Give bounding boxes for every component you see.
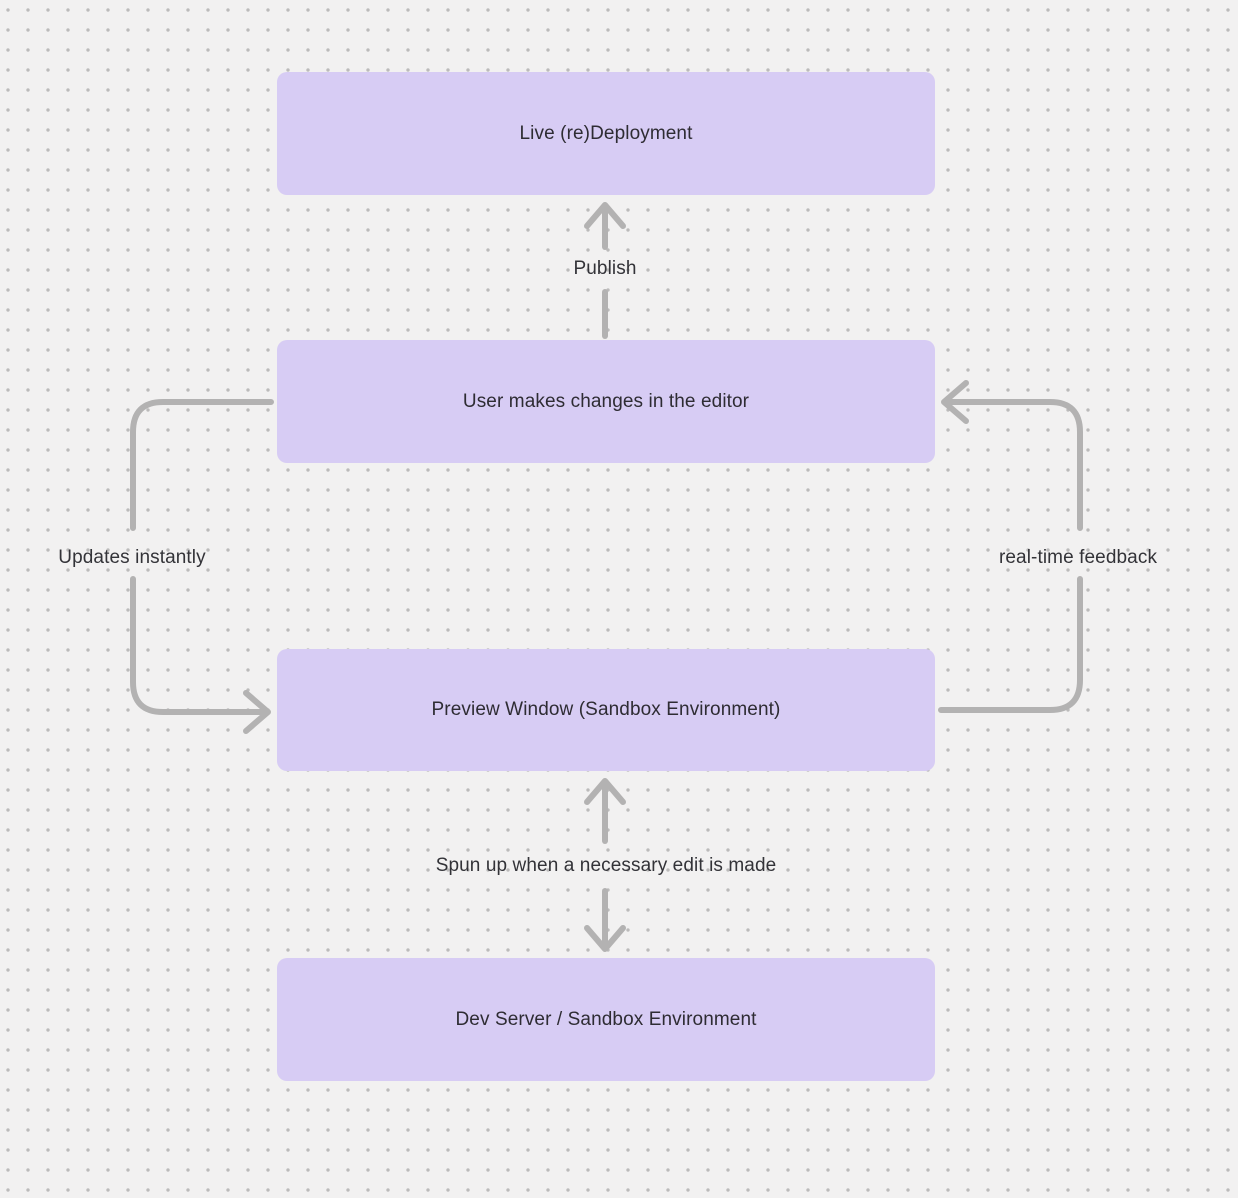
node-preview-window-label: Preview Window (Sandbox Environment) — [431, 699, 781, 720]
edge-label-realtime-feedback: real-time feedback — [998, 547, 1158, 568]
node-dev-server-label: Dev Server / Sandbox Environment — [455, 1008, 757, 1030]
edge-label-spun-up: Spun up when a necessary edit is made — [435, 855, 777, 876]
edge-label-updates-instantly: Updates instantly — [58, 547, 206, 568]
edge-realtime-feedback-arrow — [938, 380, 1083, 713]
edge-spun-up-arrow — [584, 778, 626, 952]
node-preview-window[interactable]: Preview Window (Sandbox Environment) — [277, 649, 935, 771]
node-live-redeployment-label: Live (re)Deployment — [519, 122, 693, 144]
arrowhead-right-icon — [243, 690, 271, 734]
edge-publish-arrow — [584, 202, 626, 339]
arrowhead-left-icon — [941, 380, 969, 424]
node-user-makes-changes-label: User makes changes in the editor — [462, 390, 750, 412]
edge-label-publish: Publish — [573, 258, 637, 279]
node-live-redeployment[interactable]: Live (re)Deployment — [277, 72, 935, 195]
node-user-makes-changes[interactable]: User makes changes in the editor — [277, 340, 935, 463]
edge-updates-instantly-arrow — [130, 399, 274, 734]
arrowhead-down-icon — [584, 925, 626, 952]
node-dev-server[interactable]: Dev Server / Sandbox Environment — [277, 958, 935, 1081]
